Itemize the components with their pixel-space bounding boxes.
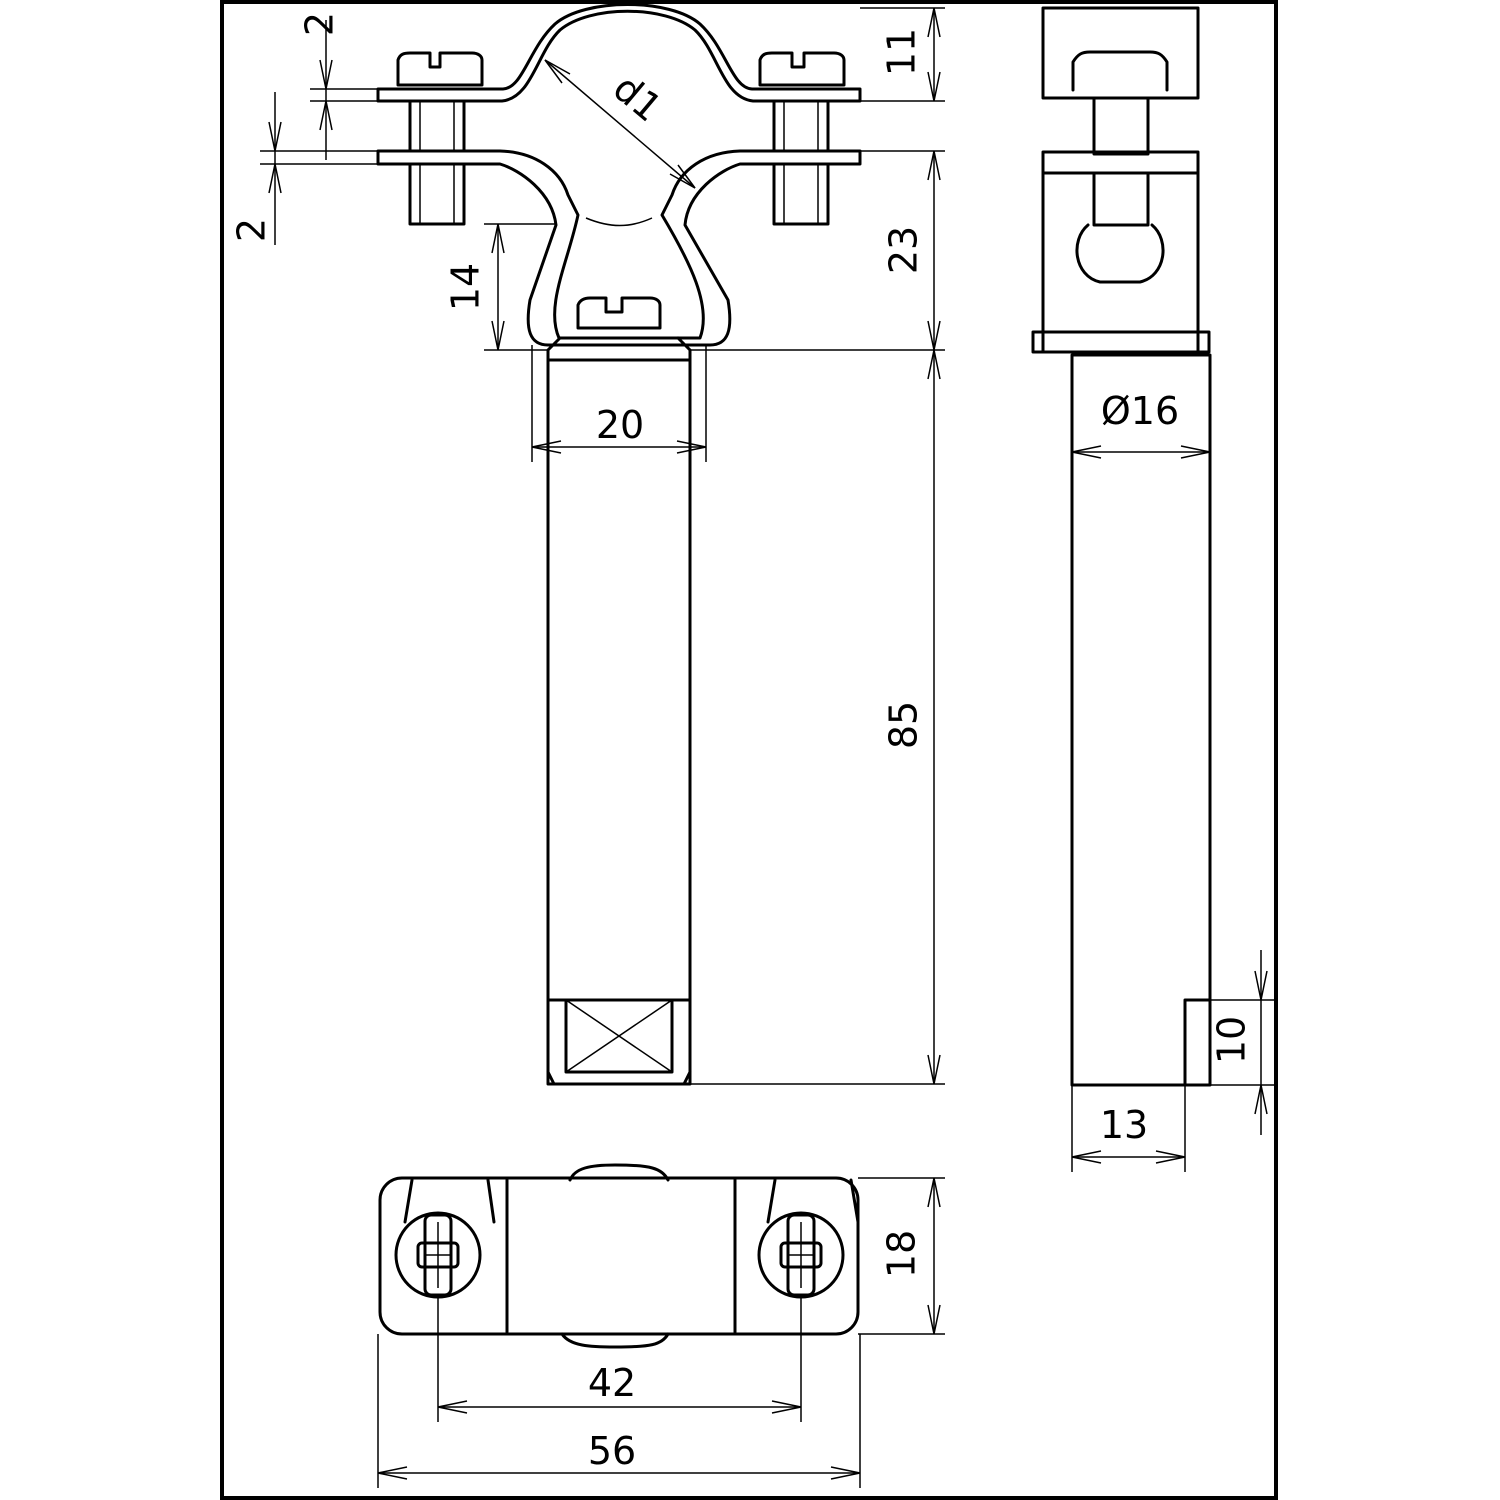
- dim-line-10: [1210, 950, 1276, 1135]
- arrows-11: [927, 7, 941, 102]
- arrows-13: [1071, 1150, 1186, 1164]
- left-screw-shank: [408, 162, 466, 226]
- left-screw-head: [396, 51, 484, 87]
- arrows-18: [927, 1177, 941, 1335]
- upper-strap: [376, 3, 862, 103]
- right-screw-shank: [772, 162, 830, 226]
- label-top-strip-thickness: 2: [298, 12, 342, 36]
- label-rod-end-width: 13: [1100, 1103, 1148, 1147]
- right-screw-slot: [779, 1213, 823, 1297]
- ext-lines-right: [690, 7, 945, 1085]
- arrows-85: [927, 349, 941, 1085]
- front-view: [376, 3, 862, 1086]
- arrows-2-top: [319, 59, 333, 131]
- label-rod-head-width: 20: [596, 403, 644, 447]
- right-screw-head: [758, 51, 846, 87]
- base-plate: [378, 1176, 860, 1336]
- side-screw-head: [1071, 50, 1169, 92]
- screw-boss-lines: [403, 1178, 860, 1224]
- right-screw-neck: [772, 99, 830, 153]
- rod-end-cross: [565, 999, 673, 1073]
- label-bottom-strip-thickness: 2: [230, 218, 274, 242]
- label-screw-spacing: 42: [588, 1361, 636, 1405]
- arrows-10: [1254, 970, 1268, 1115]
- arrows-2-bottom: [268, 121, 282, 194]
- arrows-56: [377, 1466, 861, 1480]
- side-view: [1031, 6, 1212, 1087]
- center-screw-head: [576, 296, 662, 330]
- left-screw-neck: [408, 99, 466, 153]
- side-flange: [1031, 330, 1211, 354]
- arrows-d1: [544, 59, 696, 189]
- label-rod-end-offset: 10: [1210, 1016, 1254, 1064]
- ext-lines-left: [260, 88, 378, 165]
- side-rod-step: [1183, 998, 1212, 1087]
- left-screw-slot: [416, 1213, 460, 1297]
- bottom-pipe-bump: [560, 1332, 670, 1349]
- label-lower-loop-height: 14: [444, 263, 488, 311]
- label-base-depth: 18: [880, 1230, 924, 1278]
- dim-line-18: [858, 1177, 945, 1335]
- side-pipe-hole: [1075, 223, 1165, 284]
- label-rod-length: 85: [882, 701, 926, 749]
- label-overall-width: 56: [588, 1429, 636, 1473]
- pipe-hidden-arc: [585, 217, 653, 227]
- label-saddle-depth: 23: [882, 226, 926, 274]
- dim-line-56: [377, 1334, 861, 1488]
- arrows-20: [531, 440, 707, 454]
- label-clamp-height: 11: [880, 28, 924, 76]
- dim-line-14: [484, 223, 556, 351]
- rod-end-chamfer: [546, 1070, 692, 1086]
- dimension-lines: [260, 7, 1276, 1488]
- arrows-42: [437, 1400, 802, 1414]
- dim-line-20: [531, 345, 707, 462]
- dim-line-42: [437, 1297, 802, 1422]
- side-rod: [1070, 353, 1212, 1087]
- arrows-16: [1071, 445, 1211, 459]
- top-pipe-bump: [568, 1163, 670, 1182]
- label-rod-diameter: Ø16: [1101, 389, 1179, 433]
- rod-end-square: [564, 998, 674, 1074]
- dim-line-d1: [544, 59, 696, 189]
- lower-strap: [376, 149, 862, 347]
- side-screw-neck: [1092, 96, 1150, 156]
- side-screw-shank: [1092, 171, 1150, 227]
- arrows-14: [491, 223, 505, 351]
